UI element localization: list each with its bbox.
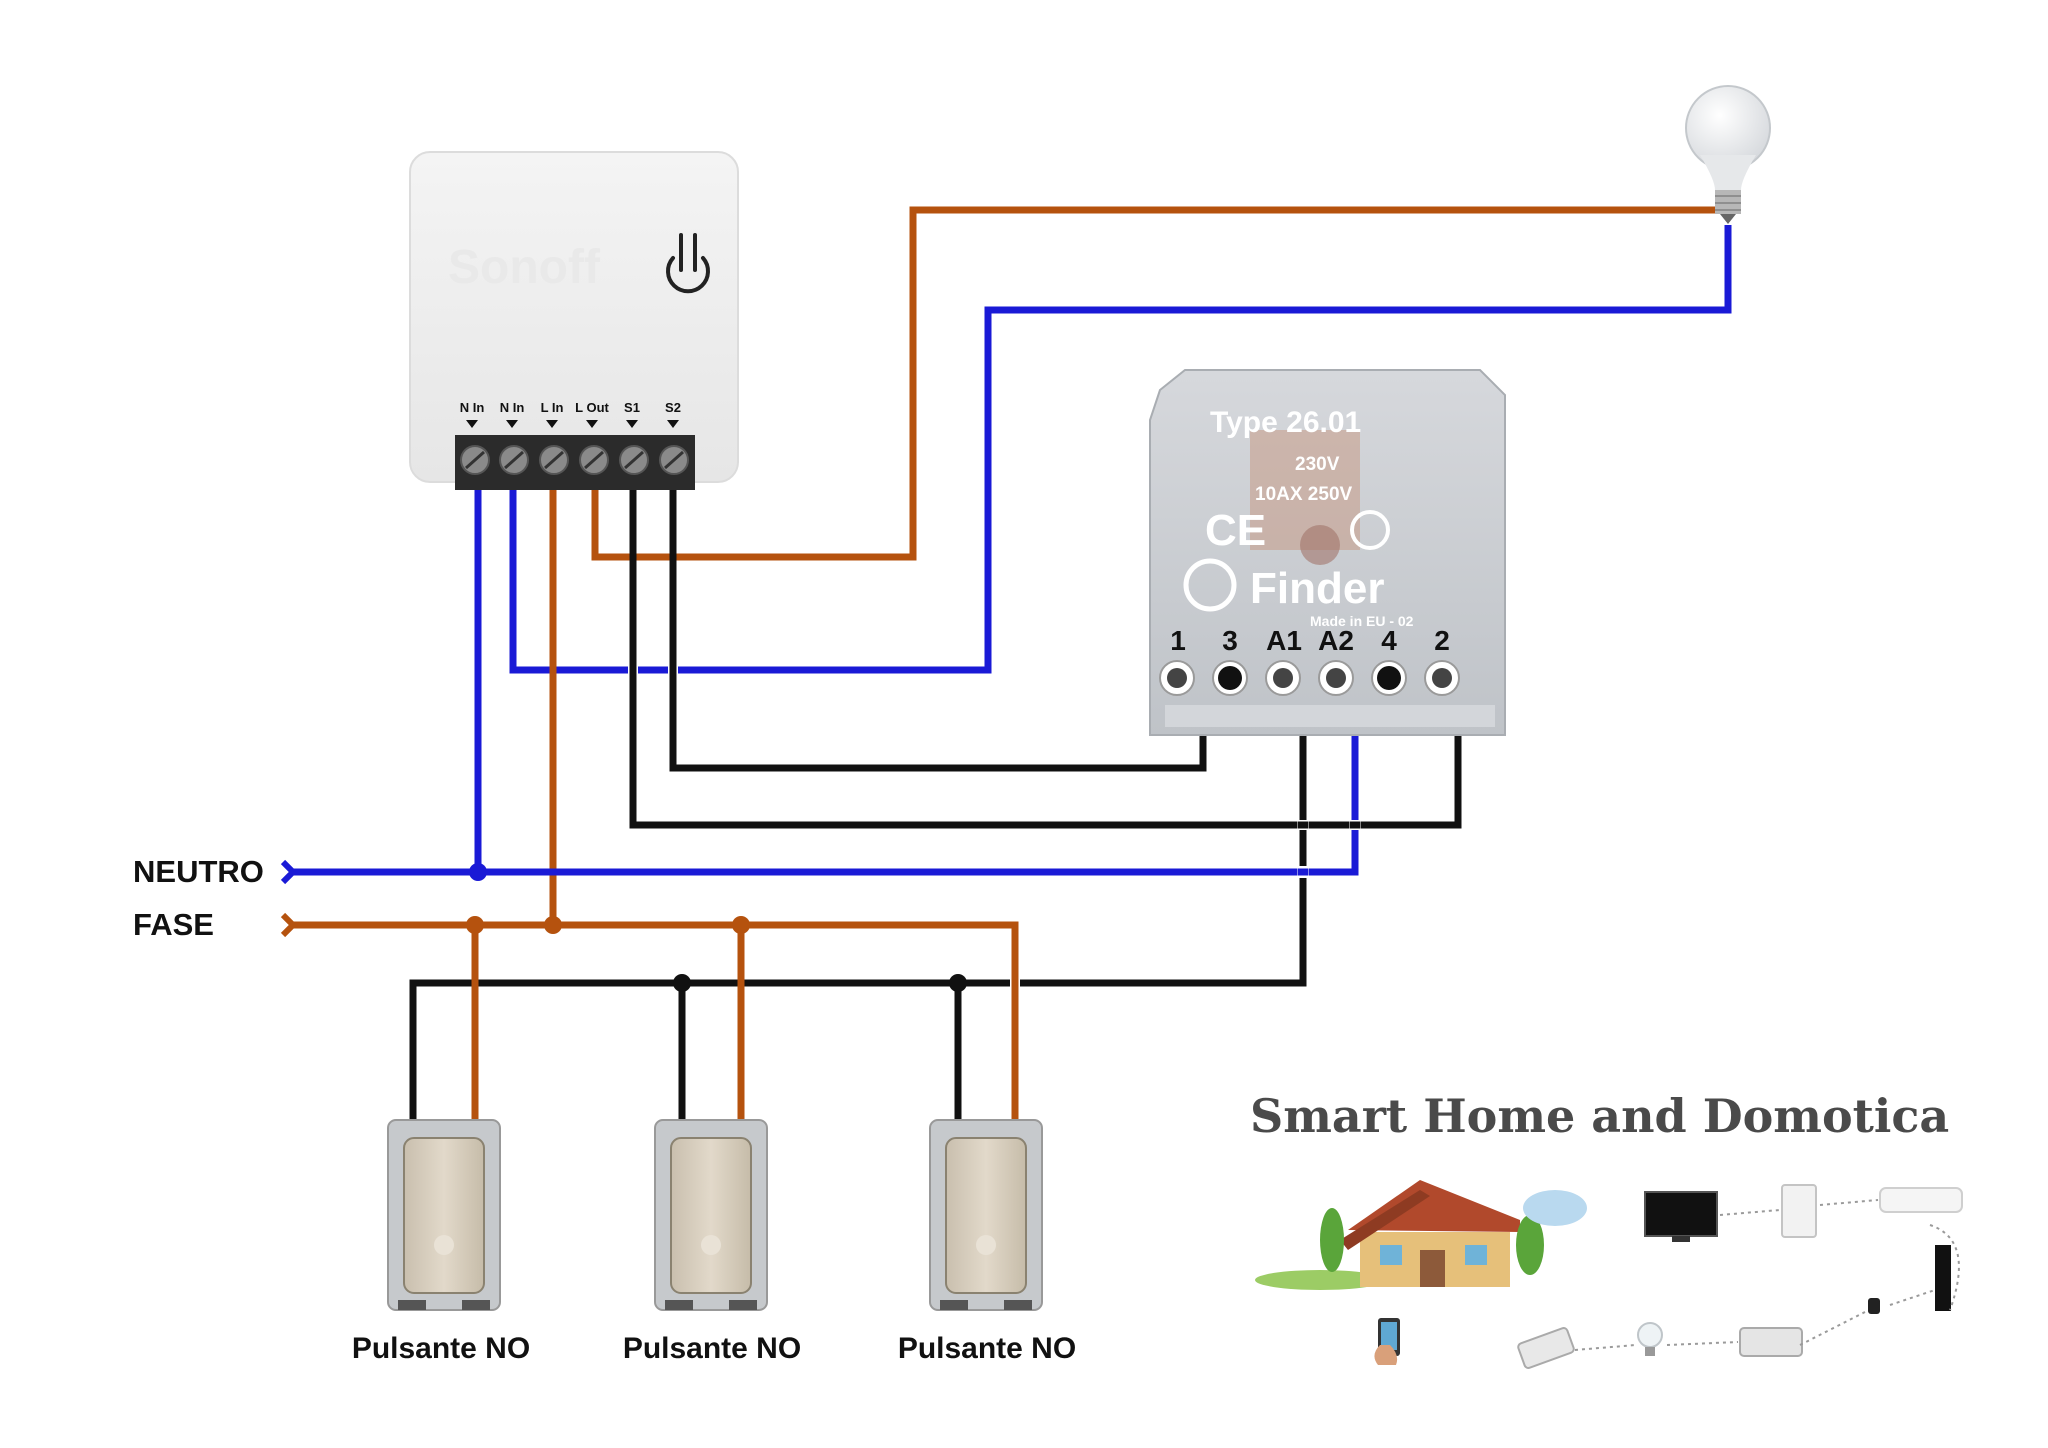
relay-screws <box>1159 660 1460 696</box>
smart-bulb-icon <box>1637 1322 1663 1356</box>
relay-terminal-label: A2 <box>1318 625 1354 656</box>
junction-common-2 <box>673 974 691 992</box>
terminal-label: N In <box>500 400 525 415</box>
connection-lines <box>1574 1199 1960 1351</box>
button-1-label: Pulsante NO <box>352 1332 530 1365</box>
relay-approval-icon <box>1350 510 1390 550</box>
relay-logo-icon <box>1183 558 1237 612</box>
button-2-label: Pulsante NO <box>623 1332 801 1365</box>
phase-arrow-icon <box>280 912 298 938</box>
relay-brand-text: Finder <box>1250 564 1384 613</box>
junction-phase-2 <box>544 916 562 934</box>
junction-neutral <box>469 863 487 881</box>
router-icon <box>1935 1245 1951 1311</box>
camera-icon <box>1868 1298 1880 1314</box>
relay-origin-text: Made in EU - 02 <box>1310 613 1414 629</box>
smart-home-title: Smart Home and Domotica <box>1250 1089 1949 1143</box>
wire-s2-relay-1 <box>669 485 1207 772</box>
boiler-icon <box>1781 1184 1817 1238</box>
relay-type-text: Type 26.01 <box>1210 406 1361 439</box>
neutral-label: NEUTRO <box>133 854 264 889</box>
sonoff-terminal-arrows <box>466 420 679 428</box>
push-button-1 <box>387 1119 501 1311</box>
wire-crossings-redraw <box>629 650 1360 991</box>
neutral-arrow-icon <box>280 859 298 885</box>
relay-terminal-label: 1 <box>1170 625 1186 656</box>
relay-terminal-label: 4 <box>1381 625 1397 656</box>
smart-plug-icon <box>1739 1327 1803 1357</box>
smart-module-icon <box>1517 1327 1575 1369</box>
relay-rating-text: 10AX 250V <box>1255 484 1353 505</box>
house-icon <box>1255 1180 1587 1290</box>
push-button-2 <box>654 1119 768 1311</box>
junction-phase-1 <box>466 916 484 934</box>
relay-coil-text: 230V <box>1295 454 1340 475</box>
sonoff-terminal-labels: N In N In L In L Out S1 S2 <box>460 400 681 415</box>
phase-label: FASE <box>133 907 214 942</box>
relay-terminal-label: 2 <box>1434 625 1450 656</box>
terminal-label: N In <box>460 400 485 415</box>
tv-icon <box>1644 1191 1718 1242</box>
terminal-label: S1 <box>624 400 640 415</box>
push-button-3 <box>929 1119 1043 1311</box>
terminal-label: L Out <box>575 400 609 415</box>
relay-terminal-label: A1 <box>1266 625 1302 656</box>
wire-neutral-bus <box>290 720 1359 876</box>
air-conditioner-icon <box>1879 1187 1963 1213</box>
junction-phase-3 <box>732 916 750 934</box>
light-bulb-icon <box>1685 85 1771 224</box>
finder-relay: Type 26.01 230V 10AX 250V CE Finder Made… <box>1149 369 1506 736</box>
smart-home-logo-illustration <box>1255 1180 1963 1369</box>
junction-dots <box>466 863 967 992</box>
relay-terminal-label: 3 <box>1222 625 1238 656</box>
power-icon <box>666 233 710 294</box>
sonoff-module: Sonoff N In N In L In L Out S1 S2 <box>409 151 739 490</box>
wire-lamp-neutral <box>509 225 1732 674</box>
wire-switch-common <box>409 720 1307 1125</box>
bus-arrows <box>280 859 298 938</box>
phone-icon <box>1374 1318 1400 1365</box>
relay-ce-mark: CE <box>1205 506 1266 555</box>
relay-terminal-labels: 1 3 A1 A2 4 2 <box>1170 625 1450 656</box>
junction-common-3 <box>949 974 967 992</box>
sonoff-brand-text: Sonoff <box>448 241 601 294</box>
wire-phase-bus <box>290 921 1019 1125</box>
terminal-label: L In <box>541 400 564 415</box>
terminal-label: S2 <box>665 400 681 415</box>
button-3-label: Pulsante NO <box>898 1332 1076 1365</box>
sonoff-terminal-block <box>455 435 695 490</box>
